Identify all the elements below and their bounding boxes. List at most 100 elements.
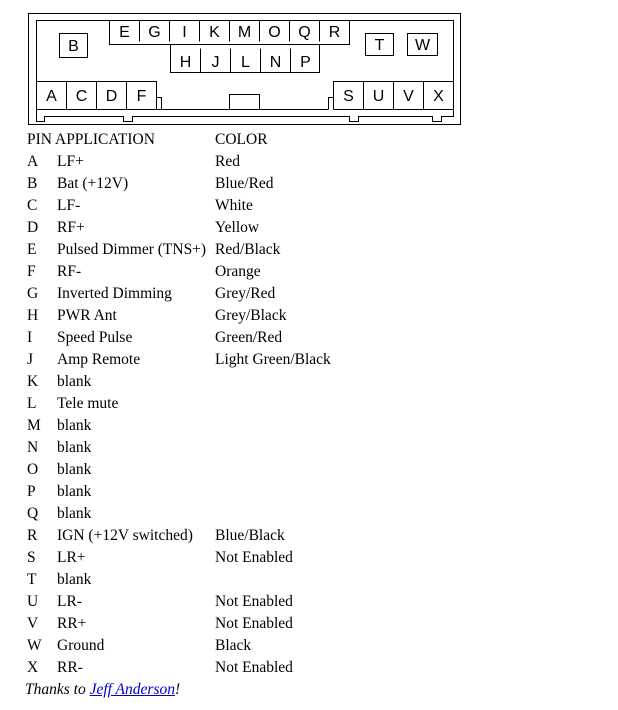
pin-cell: X: [27, 659, 39, 676]
color-cell: Not Enabled: [215, 659, 293, 676]
application-cell: blank: [57, 373, 92, 390]
application-cell: Ground: [57, 637, 105, 654]
color-cell: Not Enabled: [215, 593, 293, 610]
pin-cell: M: [27, 417, 41, 434]
connector-outer-frame: [28, 13, 461, 125]
pin-label-v: V: [403, 88, 414, 105]
table-row: X RR- Not Enabled: [27, 657, 331, 679]
pin-box-t: [365, 33, 394, 56]
application-cell: LF-: [57, 197, 81, 214]
application-cell: blank: [57, 483, 92, 500]
pin-cell: K: [27, 373, 39, 390]
pin-cell: V: [27, 615, 39, 632]
table-header-row: PIN APPLICATION COLOR: [27, 129, 331, 151]
table-row: S LR+ Not Enabled: [27, 547, 331, 569]
color-cell: [215, 481, 331, 503]
color-cell: Red: [215, 153, 240, 170]
application-cell: LR-: [57, 593, 82, 610]
application-cell: PWR Ant: [57, 307, 117, 324]
pin-cell: Q: [27, 505, 39, 522]
color-cell: Yellow: [215, 219, 260, 236]
pin-cell: T: [27, 571, 37, 588]
pin-label-e: E: [119, 24, 130, 41]
color-cell: Blue/Black: [215, 527, 285, 544]
pin-label-r: R: [329, 24, 341, 41]
pin-cell: H: [27, 307, 39, 324]
color-cell: Not Enabled: [215, 549, 293, 566]
application-cell: LR+: [57, 549, 86, 566]
pin-cell: I: [27, 329, 33, 346]
pin-label-g: G: [148, 24, 160, 41]
pin-cell: O: [27, 461, 39, 478]
pin-label-o: O: [268, 24, 280, 41]
pin-label-a: A: [46, 88, 57, 105]
upper-pin-block: [109, 20, 350, 73]
application-cell: blank: [57, 461, 92, 478]
pin-cell: E: [27, 241, 37, 258]
color-cell: Blue/Red: [215, 175, 274, 192]
color-cell: [215, 503, 331, 525]
pin-cell: P: [27, 483, 36, 500]
header-color: COLOR: [215, 131, 268, 148]
application-cell: blank: [57, 439, 92, 456]
pin-cell: N: [27, 439, 39, 456]
pin-label-t: T: [375, 37, 385, 54]
application-cell: Pulsed Dimmer (TNS+): [57, 241, 207, 258]
pin-cell: W: [27, 637, 42, 654]
pin-label-c: C: [76, 88, 88, 105]
application-cell: blank: [57, 505, 92, 522]
table-row: E Pulsed Dimmer (TNS+) Red/Black: [27, 239, 331, 261]
color-cell: [215, 437, 331, 459]
color-cell: [215, 459, 331, 481]
application-cell: blank: [57, 571, 92, 588]
application-cell: RF-: [57, 263, 82, 280]
pin-cell: R: [27, 527, 38, 544]
color-cell: Light Green/Black: [215, 351, 331, 368]
header-pin-application: PIN APPLICATION: [27, 131, 155, 148]
author-link[interactable]: Jeff Anderson: [89, 681, 175, 698]
pin-label-k: K: [209, 24, 220, 41]
color-cell: [215, 415, 331, 437]
color-cell: White: [215, 197, 253, 214]
pin-label-l: L: [241, 54, 250, 71]
application-cell: LF+: [57, 153, 84, 170]
color-cell: Red/Black: [215, 241, 281, 258]
pin-cell: S: [27, 549, 36, 566]
pin-label-h: H: [180, 54, 192, 71]
application-cell: RR-: [57, 659, 83, 676]
pin-label-s: S: [343, 88, 354, 105]
pin-cell: G: [27, 285, 39, 302]
pin-box-b: [59, 33, 88, 58]
pin-label-q: Q: [298, 24, 310, 41]
application-cell: Tele mute: [57, 395, 119, 412]
pin-cell: D: [27, 219, 39, 236]
application-cell: Amp Remote: [57, 351, 141, 368]
application-cell: RR+: [57, 615, 87, 632]
application-cell: Speed Pulse: [57, 329, 133, 346]
pin-label-p: P: [300, 54, 311, 71]
pin-label-i: I: [182, 24, 186, 41]
pin-label-b: B: [68, 38, 79, 55]
application-cell: blank: [57, 417, 92, 434]
pin-label-m: M: [238, 24, 251, 41]
pin-label-n: N: [270, 54, 282, 71]
